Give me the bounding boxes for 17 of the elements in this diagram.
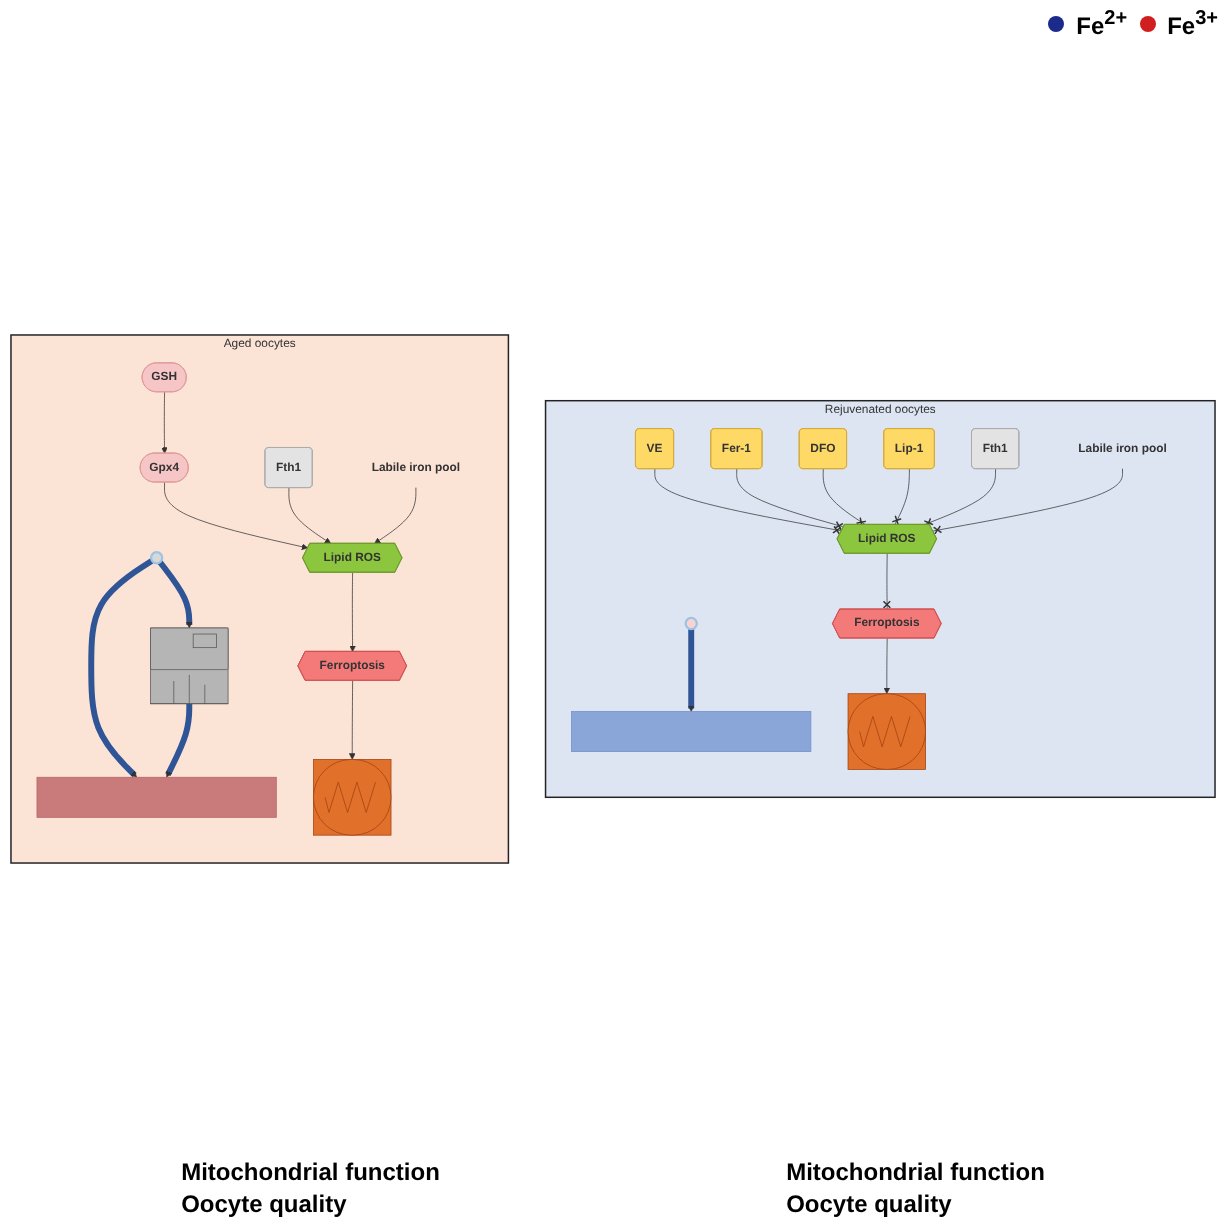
oocyte-cluster-icon	[684, 616, 698, 631]
damaged-mitochondrion-drawing	[313, 759, 392, 836]
outcome-label: Oocyte quality	[786, 1190, 954, 1218]
analyzer-instrument-drawing	[150, 627, 229, 705]
cell-dome	[36, 776, 277, 818]
arrow	[165, 703, 193, 778]
arrow	[88, 558, 154, 778]
outcome-label: Mitochondrial function	[181, 1158, 440, 1186]
legend-label: Fe$^{3+}$	[1167, 8, 1218, 40]
legend-label: Fe$^{2+}$	[1076, 8, 1128, 40]
outcome-label: Mitochondrial function	[786, 1158, 1045, 1186]
cell-dome	[571, 711, 812, 752]
arrow	[687, 629, 695, 712]
mitochondrion-drawing	[847, 693, 926, 770]
outcome-label: Oocyte quality	[181, 1190, 349, 1218]
oocyte-cluster-icon	[149, 551, 164, 565]
arrow	[157, 560, 193, 629]
